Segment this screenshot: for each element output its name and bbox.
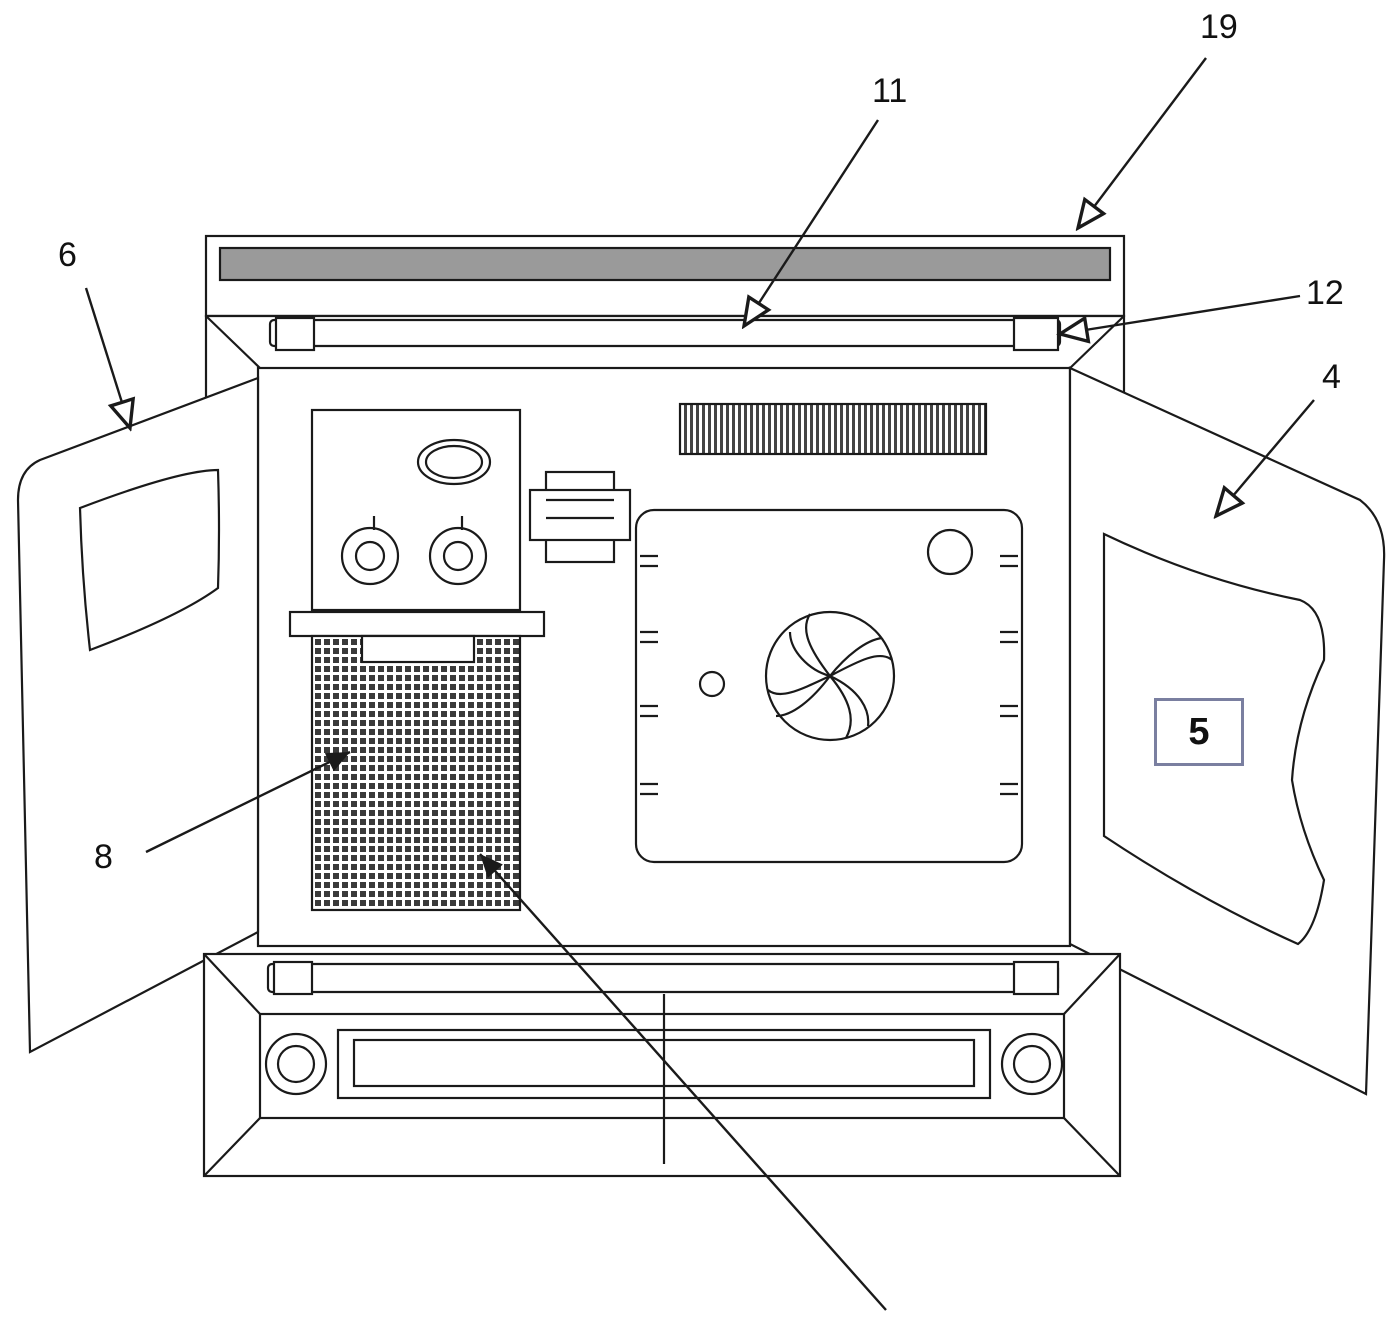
leader-4 xyxy=(1216,399,1315,516)
leader-12 xyxy=(1060,294,1301,334)
leader-6 xyxy=(84,287,130,428)
control-panel xyxy=(310,408,522,612)
label-19: 19 xyxy=(1200,8,1238,46)
leader-11 xyxy=(744,119,880,326)
label-8: 8 xyxy=(94,838,113,876)
label-12: 12 xyxy=(1306,274,1344,312)
leader-19 xyxy=(1078,57,1207,228)
oven-cavity xyxy=(634,508,1024,864)
leader-filter xyxy=(479,853,887,1311)
label-6: 6 xyxy=(58,236,77,274)
bottom-drawer xyxy=(202,952,1122,1178)
top-hinge-rail xyxy=(268,316,1062,352)
interior-vent xyxy=(678,402,988,456)
right-door xyxy=(1068,366,1386,1096)
leader-8 xyxy=(145,750,351,854)
label-5-box: 5 xyxy=(1154,698,1244,766)
label-11: 11 xyxy=(872,72,908,110)
grid-filter xyxy=(310,634,522,912)
side-unit xyxy=(528,470,632,564)
left-door xyxy=(16,376,260,1054)
label-4: 4 xyxy=(1322,358,1341,396)
